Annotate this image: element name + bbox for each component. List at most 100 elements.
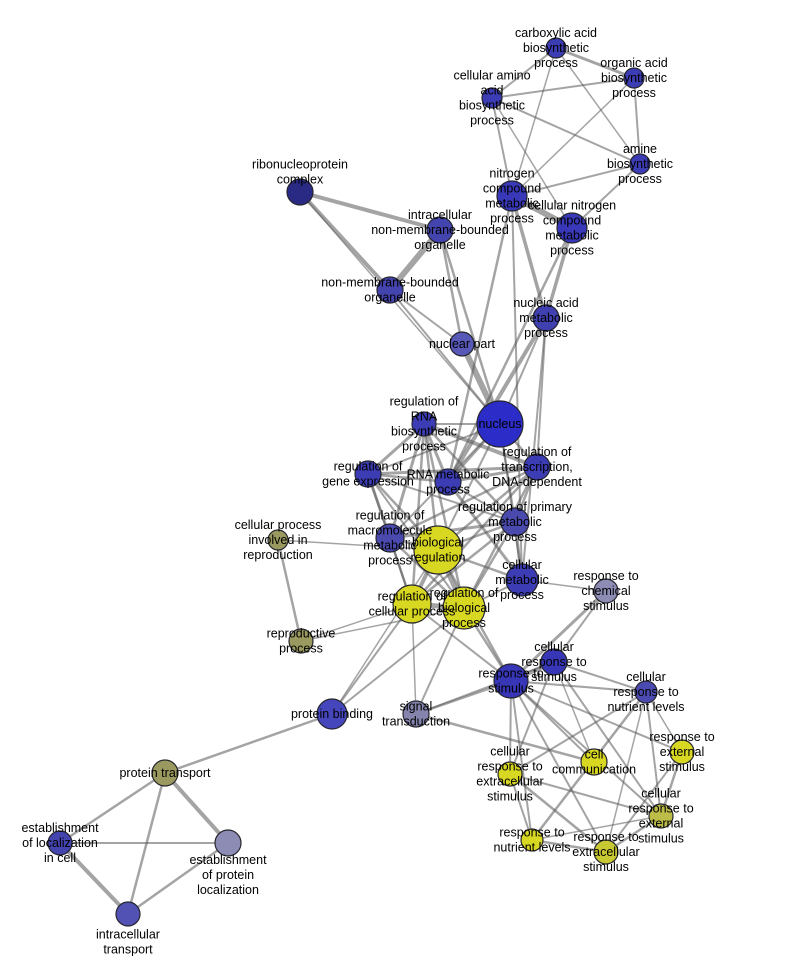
graph-edge-cpir--reproductive[interactable] (276, 538, 303, 643)
graph-edge-reg-gene-expression--reg-primary[interactable] (367, 473, 516, 523)
graph-node-cellular-metabolic[interactable] (505, 563, 539, 597)
graph-node-reg-gene-expression[interactable] (354, 460, 382, 488)
graph-node-est-loc-cell[interactable] (47, 830, 73, 856)
graph-edge-reg-rna-biosynth--reg-cellular[interactable] (410, 422, 426, 606)
graph-edge-cellular-amino--cellular-nitrogen[interactable] (491, 97, 573, 229)
graph-edge-carboxylic--nitrogen[interactable] (511, 47, 557, 197)
graph-edge-reg-rna-biosynth--reg-biological[interactable] (422, 422, 466, 610)
graph-edge-nitrogen--nucleic-acid[interactable] (510, 194, 548, 320)
graph-edge-response-stimulus--cellular-response-nutrient[interactable] (510, 680, 647, 693)
graph-node-cpir[interactable] (267, 529, 289, 551)
graph-node-cellular-response-external[interactable] (648, 803, 674, 829)
graph-node-response-stimulus[interactable] (493, 663, 529, 699)
graph-node-rnp[interactable] (286, 178, 314, 206)
graph-node-organic[interactable] (623, 67, 645, 89)
graph-edge-response-chemical--response-stimulus[interactable] (509, 589, 608, 683)
graph-edge-protein-binding--protein-transport[interactable] (163, 712, 334, 775)
graph-edge-reg-rna-biosynth--reg-macromolecule[interactable] (388, 422, 426, 540)
graph-edge-intracellular-nmb--nucleus[interactable] (438, 228, 502, 426)
graph-edge-reg-transcription--rna-metabolic[interactable] (446, 465, 539, 484)
graph-edge-cellular-response-stimulus--cell-communication[interactable] (553, 661, 595, 763)
graph-node-amine[interactable] (629, 153, 651, 175)
graph-edge-protein-transport--est-loc-cell[interactable] (58, 771, 167, 845)
graph-edge-cellular-nitrogen--nucleic-acid[interactable] (544, 226, 574, 320)
graph-edge-reg-rna-biosynth--reg-primary[interactable] (422, 422, 517, 524)
graph-edge-response-stimulus--response-external[interactable] (510, 680, 683, 753)
graph-node-response-external[interactable] (669, 739, 695, 765)
graph-node-reg-rna-biosynth[interactable] (411, 411, 437, 437)
graph-edge-cellular-response-stimulus--cellular-response-nutrient[interactable] (553, 661, 647, 693)
graph-edge-cellular-amino--amine[interactable] (491, 97, 641, 165)
graph-node-reproductive[interactable] (288, 628, 314, 654)
graph-node-reg-biological[interactable] (442, 586, 486, 630)
graph-node-reg-primary[interactable] (500, 507, 530, 537)
graph-node-response-extracellular[interactable] (593, 839, 619, 865)
graph-edge-cell-communication--signal-transduction[interactable] (414, 712, 596, 764)
graph-edge-nucleic-acid--rna-metabolic[interactable] (446, 316, 548, 484)
graph-edge-protein-binding--biological-regulation[interactable] (331, 549, 439, 715)
graph-node-nitrogen[interactable] (496, 180, 528, 212)
graph-node-cellular-response-nutrient[interactable] (634, 680, 658, 704)
graph-node-intracellular-transport[interactable] (115, 901, 141, 927)
graph-edge-cellular-response-extracellular--response-extracellular[interactable] (508, 772, 608, 854)
graph-node-nucleic-acid[interactable] (532, 304, 560, 332)
graph-node-cellular-response-extracellular[interactable] (497, 761, 523, 787)
graph-edge-reg-primary--reg-cellular[interactable] (410, 520, 517, 606)
graph-edge-cellular-amino--nitrogen[interactable] (491, 97, 513, 197)
graph-node-nmb[interactable] (376, 276, 404, 304)
graph-node-est-protein-loc[interactable] (214, 829, 242, 857)
graph-edge-nmb--nucleus[interactable] (389, 289, 501, 425)
graph-edge-response-stimulus--response-nutrient[interactable] (510, 680, 533, 841)
graph-edge-protein-binding--reg-cellular[interactable] (331, 603, 413, 715)
graph-node-signal-transduction[interactable] (402, 700, 430, 728)
graph-node-cellular-amino[interactable] (481, 87, 503, 109)
graph-edge-rna-metabolic--cellular-metabolic[interactable] (446, 480, 524, 582)
graph-edge-intracellular-nmb--nuclear-part[interactable] (438, 228, 464, 346)
graph-edge-est-loc-cell--intracellular-transport[interactable] (58, 841, 130, 916)
graph-edge-nmb--nuclear-part[interactable] (389, 289, 463, 345)
graph-node-nuclear-part[interactable] (449, 331, 475, 357)
graph-node-biological-regulation[interactable] (413, 525, 463, 575)
graph-node-response-nutrient[interactable] (520, 828, 544, 852)
graph-edge-reg-rna-biosynth--reg-transcription[interactable] (422, 422, 539, 469)
graph-edge-carboxylic--organic[interactable] (554, 46, 636, 80)
graph-edge-organic--amine[interactable] (633, 77, 641, 165)
graph-node-reg-macromolecule[interactable] (375, 523, 405, 553)
graph-edge-cellular-response-nutrient--cellular-response-external[interactable] (645, 691, 662, 817)
graph-edge-response-external--response-extracellular[interactable] (605, 751, 683, 853)
graph-node-protein-binding[interactable] (316, 698, 348, 730)
graph-edge-amine--nitrogen[interactable] (511, 163, 641, 197)
graph-node-cellular-response-stimulus[interactable] (540, 648, 568, 676)
graph-edge-reg-macromolecule--reg-primary[interactable] (388, 520, 517, 540)
graph-edge-carboxylic--cellular-amino[interactable] (491, 47, 557, 99)
graph-edge-carboxylic--amine[interactable] (555, 47, 641, 165)
graph-edge-nitrogen--rna-metabolic[interactable] (446, 194, 514, 484)
graph-node-nucleus[interactable] (476, 400, 524, 448)
graph-node-cell-communication[interactable] (580, 748, 608, 776)
graph-edge-response-nutrient--cellular-response-external[interactable] (531, 815, 662, 841)
graph-edge-response-chemical--cellular-response-stimulus[interactable] (553, 590, 607, 663)
graph-edge-reproductive--reg-biological[interactable] (300, 607, 465, 642)
graph-edge-organic--nitrogen[interactable] (511, 77, 635, 197)
graph-edge-organic--cellular-amino[interactable] (491, 77, 635, 99)
graph-node-cellular-nitrogen[interactable] (556, 212, 588, 244)
graph-edge-protein-binding--reg-biological[interactable] (331, 607, 465, 715)
graph-node-reg-cellular[interactable] (392, 584, 432, 624)
graph-node-rna-metabolic[interactable] (434, 468, 462, 496)
graph-edge-rnp--nucleus[interactable] (299, 191, 501, 425)
graph-edge-response-stimulus--response-extracellular[interactable] (510, 680, 607, 853)
graph-node-reg-transcription[interactable] (523, 453, 551, 481)
graph-edge-nucleic-acid--cellular-metabolic[interactable] (521, 317, 547, 581)
graph-edge-cellular-response-stimulus--cellular-response-external[interactable] (553, 661, 662, 817)
graph-node-response-chemical[interactable] (593, 578, 619, 604)
graph-edge-reg-transcription--reg-biological[interactable] (462, 465, 539, 610)
graph-edge-cellular-response-extracellular--cellular-response-external[interactable] (509, 773, 662, 817)
graph-node-carboxylic[interactable] (545, 37, 567, 59)
graph-edge-protein-transport--est-protein-loc[interactable] (163, 771, 230, 845)
graph-edge-response-stimulus--cellular-response-external[interactable] (510, 680, 662, 817)
graph-node-protein-transport[interactable] (151, 759, 179, 787)
graph-node-intracellular-nmb[interactable] (426, 216, 454, 244)
graph-edge-response-stimulus--reg-cellular[interactable] (411, 603, 512, 682)
graph-edge-cpir--biological-regulation[interactable] (277, 539, 439, 551)
